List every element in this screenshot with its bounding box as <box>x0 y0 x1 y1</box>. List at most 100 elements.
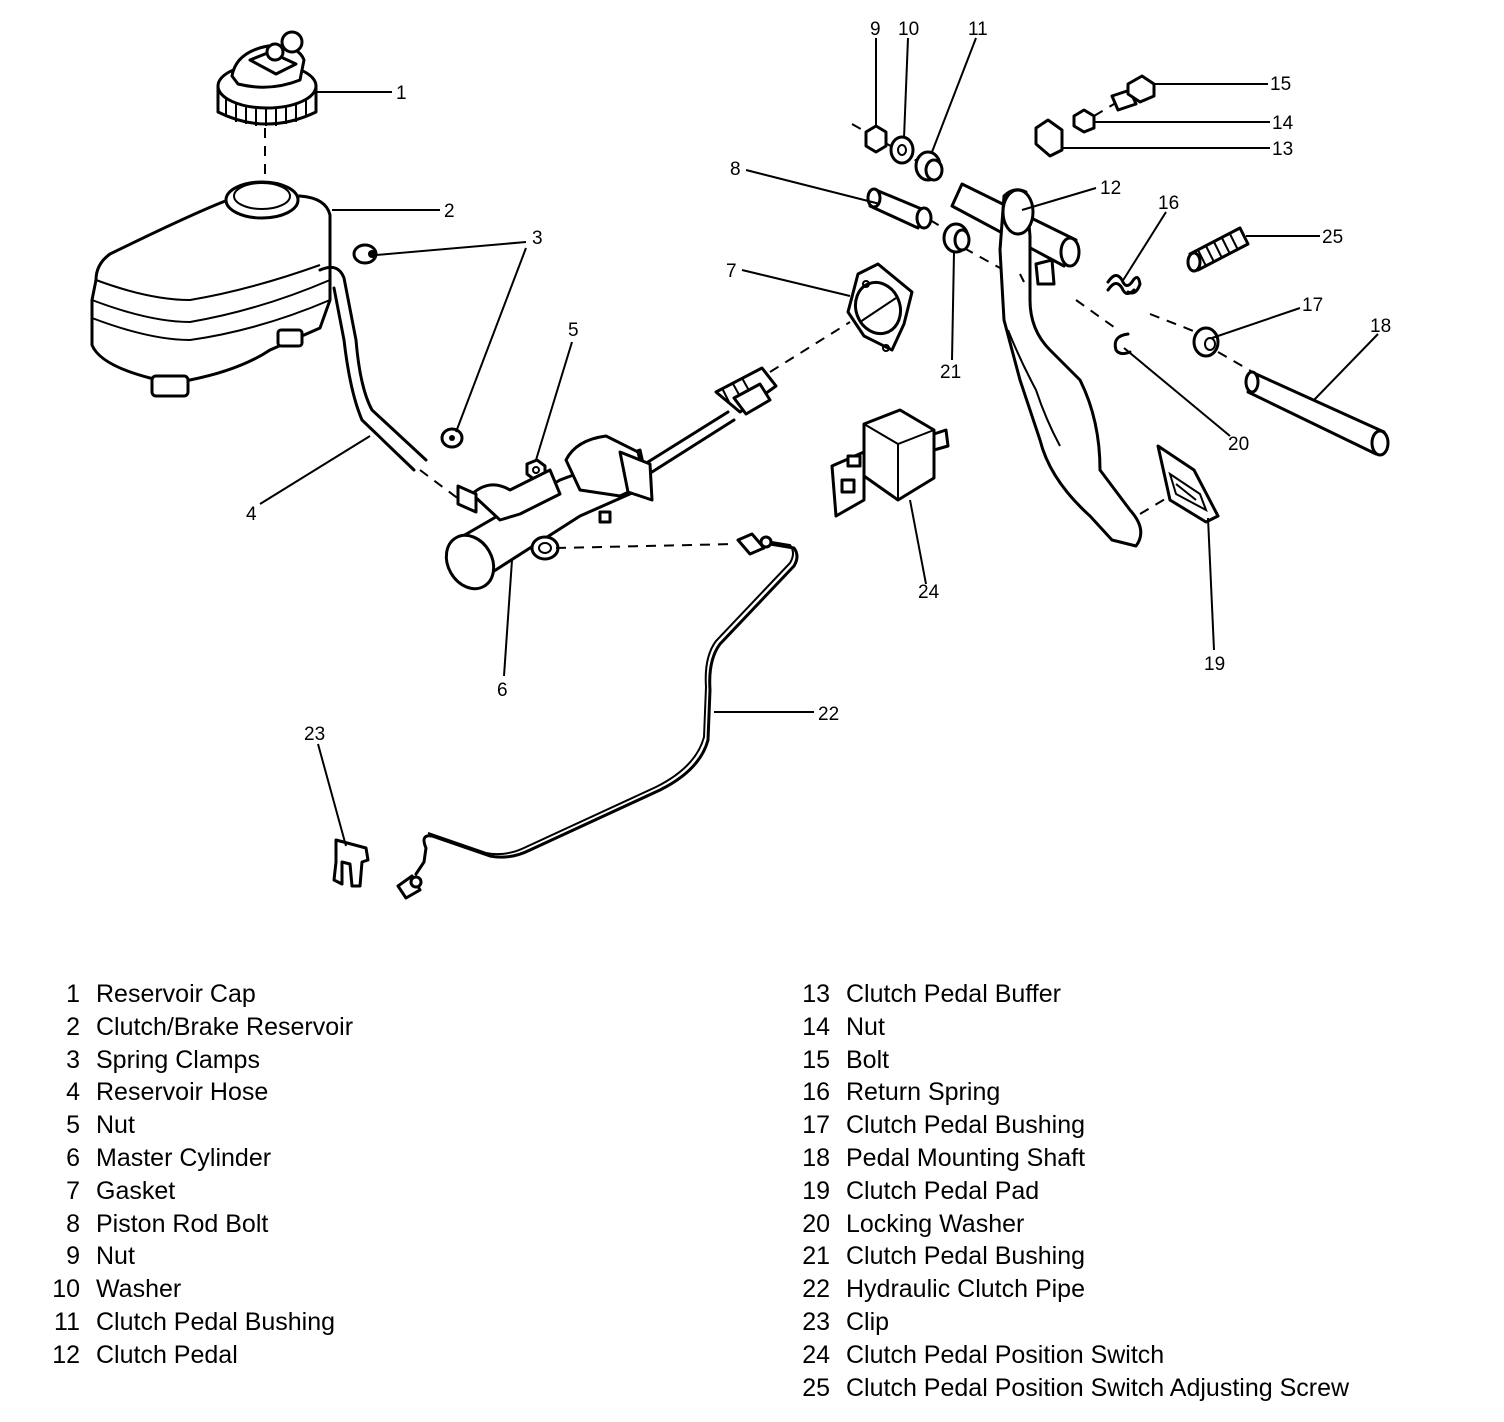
legend-number: 5 <box>66 1111 80 1140</box>
pin-alignment-line <box>1217 351 1257 375</box>
legend-number: 23 <box>802 1307 830 1336</box>
legend-label: Washer <box>96 1275 182 1304</box>
callout-10: 10 <box>898 19 919 40</box>
legend-label: Clutch Pedal Bushing <box>846 1111 1086 1140</box>
clutch-assembly-diagram: 1 2 3 4 5 6 7 8 9 10 11 12 13 14 15 16 1… <box>90 19 1391 900</box>
legend-item: 4 Reservoir Hose <box>40 1076 353 1109</box>
pipe-clip <box>332 838 370 888</box>
legend-label: Return Spring <box>846 1078 1001 1107</box>
bolt-15 <box>1110 74 1156 112</box>
legend-item: 9 Nut <box>40 1240 353 1273</box>
gasket <box>846 262 914 352</box>
legend-number: 14 <box>802 1012 830 1041</box>
callout-7: 7 <box>726 261 737 282</box>
legend-number: 6 <box>66 1143 80 1172</box>
legend-label: Clutch Pedal Bushing <box>846 1242 1086 1271</box>
legend-item: 5 Nut <box>40 1109 353 1142</box>
pipe-alignment-line <box>555 543 737 549</box>
locking-washer <box>1113 332 1132 356</box>
callout-6: 6 <box>497 680 508 701</box>
reservoir-hose-outer <box>318 265 428 462</box>
callout-19: 19 <box>1204 654 1225 675</box>
spring-clamp-lower <box>440 427 464 449</box>
callouts: 1 2 3 4 5 6 7 8 9 10 11 12 13 14 15 16 1… <box>246 19 1391 745</box>
hydraulic-pipe <box>396 532 799 900</box>
bolt-alignment-line-2 <box>1093 103 1115 117</box>
legend-number: 2 <box>66 1012 80 1041</box>
position-switch <box>830 408 950 518</box>
legend-label: Spring Clamps <box>96 1045 260 1074</box>
legend-number: 13 <box>802 980 830 1008</box>
legend-label: Clutch Pedal Bushing <box>96 1307 336 1336</box>
legend-label: Master Cylinder <box>96 1143 272 1172</box>
legend-item: 22 Hydraulic Clutch Pipe <box>790 1273 1349 1306</box>
rod-alignment-line <box>769 321 851 373</box>
legend-number: 12 <box>52 1340 80 1369</box>
legend-item: 18 Pedal Mounting Shaft <box>790 1142 1349 1175</box>
legend-label: Clutch Pedal Position Switch Adjusting S… <box>846 1373 1350 1402</box>
legend-number: 18 <box>802 1143 830 1172</box>
callout-5: 5 <box>568 320 579 341</box>
hose-alignment-line <box>419 469 461 501</box>
leader-lines <box>259 37 1379 847</box>
legend-number: 25 <box>802 1373 830 1402</box>
legend-label: Reservoir Cap <box>96 980 256 1008</box>
bushing-17 <box>1192 326 1220 358</box>
legend-number: 9 <box>66 1242 80 1271</box>
legend-label: Reservoir Hose <box>96 1078 269 1107</box>
legend-label: Clutch Pedal Position Switch <box>846 1340 1165 1369</box>
reservoir <box>90 180 332 398</box>
pedal-pad <box>1156 444 1220 524</box>
legend-number: 8 <box>66 1209 80 1238</box>
callout-15: 15 <box>1270 74 1291 95</box>
shaft-alignment-line <box>963 247 1001 269</box>
bushing-alignment-line <box>1149 313 1197 333</box>
pad-alignment-line <box>1139 495 1171 515</box>
legend-item: 13 Clutch Pedal Buffer <box>790 978 1349 1011</box>
bushing-11 <box>914 150 944 182</box>
mounting-shaft <box>1244 370 1390 457</box>
clutch-pedal <box>950 182 1143 548</box>
reservoir-hose-inner <box>332 286 416 472</box>
callout-8: 8 <box>730 159 741 180</box>
legend-label: Locking Washer <box>846 1209 1025 1238</box>
adjusting-screw <box>1186 226 1250 273</box>
legend-label: Nut <box>846 1012 885 1041</box>
callout-25: 25 <box>1322 227 1343 248</box>
callout-3: 3 <box>532 228 543 249</box>
legend-label: Nut <box>96 1242 135 1271</box>
piston-rod-bolt <box>866 187 933 230</box>
legend-label: Hydraulic Clutch Pipe <box>846 1275 1085 1304</box>
legend-label: Piston Rod Bolt <box>96 1209 269 1238</box>
legend-number: 3 <box>66 1045 80 1074</box>
legend-label: Clutch Pedal Buffer <box>846 980 1061 1008</box>
washer-alignment-line <box>1075 299 1119 331</box>
legend-number: 22 <box>802 1275 830 1304</box>
master-cylinder <box>444 410 736 591</box>
callout-22: 22 <box>818 704 839 725</box>
legend-number: 11 <box>54 1307 80 1336</box>
callout-9: 9 <box>870 19 881 40</box>
legend-number: 24 <box>802 1340 830 1369</box>
legend-number: 20 <box>802 1209 830 1238</box>
bushing-21 <box>942 222 971 254</box>
legend-item: 24 Clutch Pedal Position Switch <box>790 1339 1349 1372</box>
callout-23: 23 <box>304 724 325 745</box>
legend-number: 7 <box>66 1176 80 1205</box>
callout-16: 16 <box>1158 193 1179 214</box>
legend-number: 15 <box>802 1045 830 1074</box>
legend-label: Nut <box>96 1111 135 1140</box>
legend-item: 11 Clutch Pedal Bushing <box>40 1306 353 1339</box>
legend-number: 21 <box>802 1242 830 1271</box>
legend-number: 4 <box>66 1078 80 1107</box>
legend-label: Pedal Mounting Shaft <box>846 1143 1086 1172</box>
